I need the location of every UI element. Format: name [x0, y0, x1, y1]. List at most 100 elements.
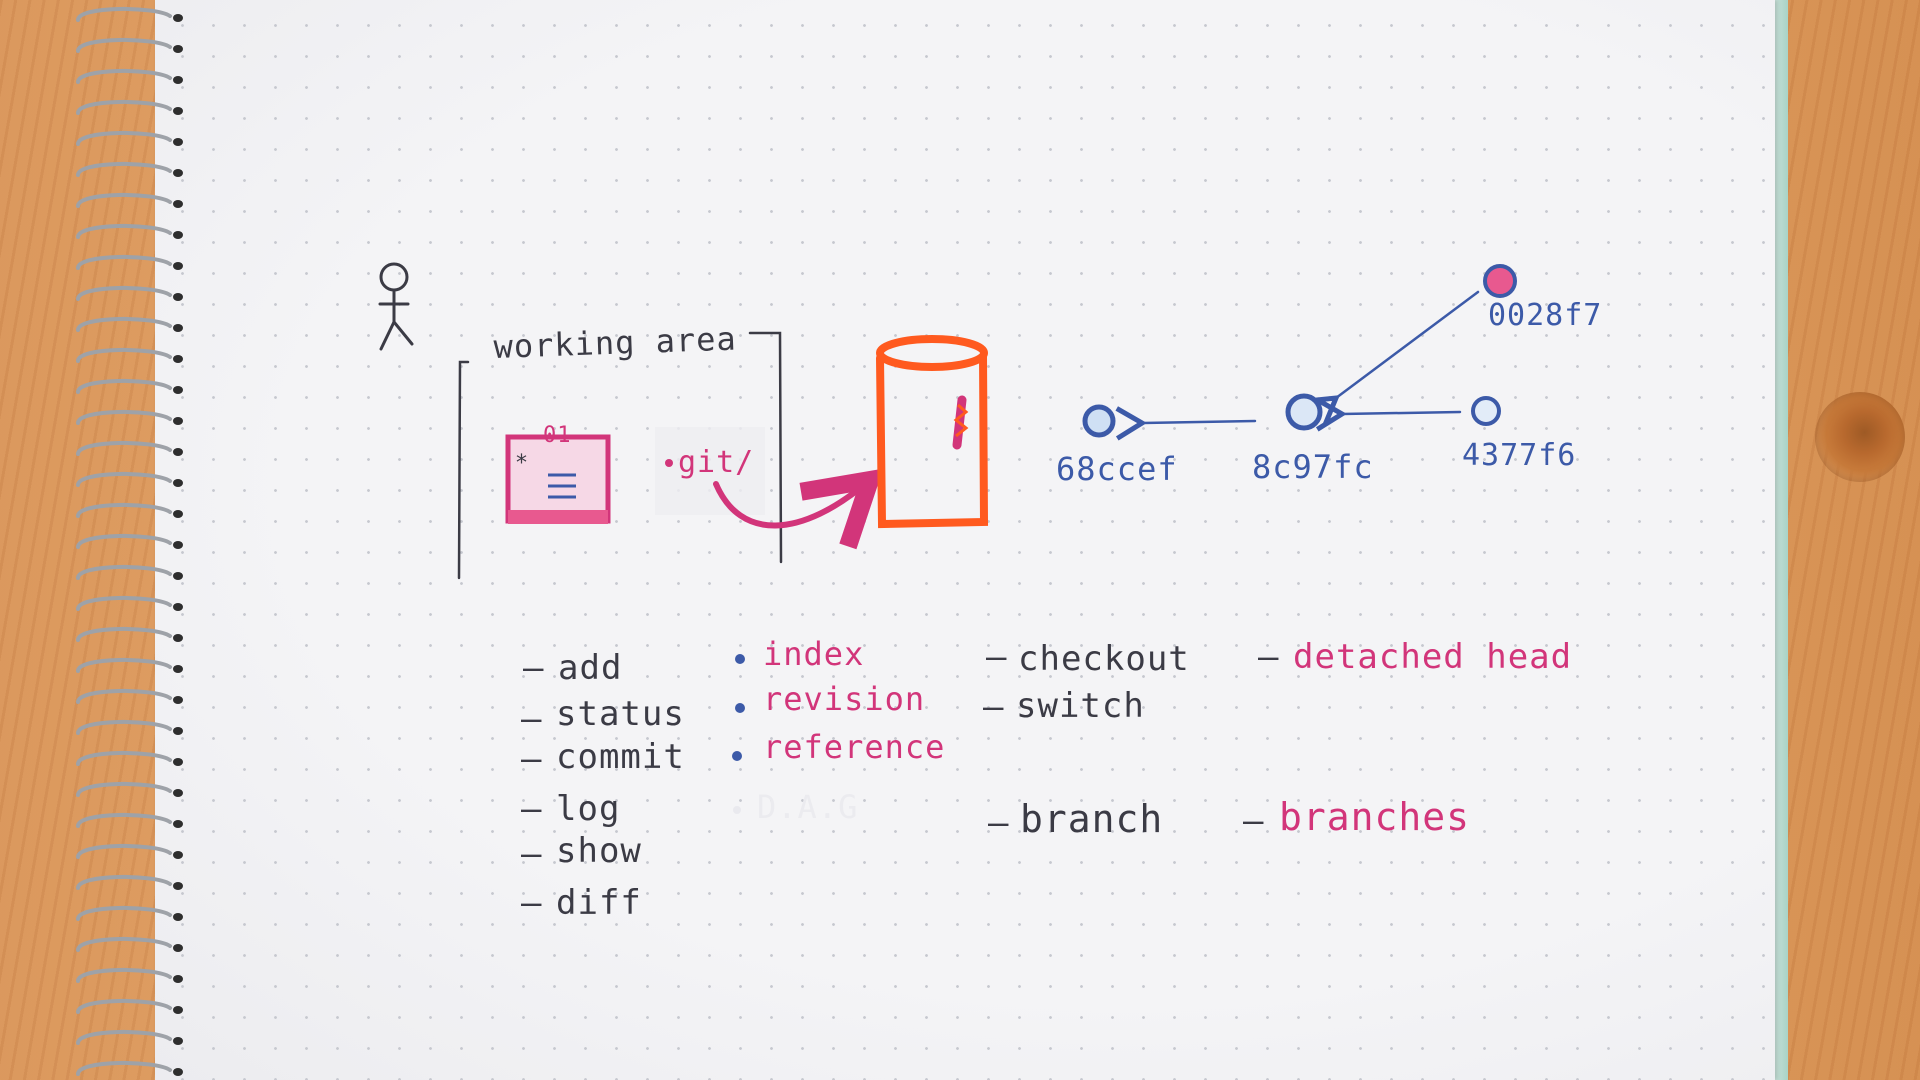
spiral-ring — [76, 1060, 172, 1076]
concepts-list-2: –detached head –branches — [1243, 637, 1572, 841]
binding-hole — [173, 417, 183, 425]
binding-hole — [173, 572, 183, 580]
binding-hole — [173, 882, 183, 890]
list-item: status — [556, 694, 685, 734]
commit-graph — [1082, 264, 1517, 441]
commit-hash-68ccef: 68ccef — [1056, 450, 1178, 488]
list-item: detached head — [1293, 637, 1572, 677]
binding-hole — [173, 231, 183, 239]
list-item: reference — [763, 728, 945, 766]
binding-hole — [173, 76, 183, 84]
commit-hash-4377f6: 4377f6 — [1462, 438, 1576, 473]
commit-node-4377f6 — [1471, 396, 1501, 426]
binding-hole — [173, 820, 183, 828]
spiral-ring — [76, 564, 172, 580]
binding-hole — [173, 944, 183, 952]
list-item: branch — [1020, 797, 1163, 841]
spiral-ring — [76, 998, 172, 1014]
binding-hole — [173, 324, 183, 332]
commands-list-1: –add –status –commit –log –show –diff — [521, 648, 685, 923]
binding-hole — [173, 665, 183, 673]
spiral-ring — [76, 440, 172, 456]
spiral-ring — [76, 781, 172, 797]
spiral-ring — [76, 6, 172, 22]
spiral-ring — [76, 874, 172, 890]
spiral-ring — [76, 316, 172, 332]
person-icon — [378, 262, 414, 351]
spiral-binding — [76, 6, 183, 1076]
git-folder-box — [655, 427, 765, 515]
spiral-ring — [76, 1029, 172, 1045]
list-item: log — [556, 789, 620, 829]
binding-hole — [173, 851, 183, 859]
repository-icon — [876, 335, 989, 529]
spiral-ring — [76, 626, 172, 642]
binding-hole — [173, 262, 183, 270]
spiral-ring — [76, 99, 172, 115]
binding-hole — [173, 913, 183, 921]
binding-hole — [173, 293, 183, 301]
svg-text:–: – — [1258, 637, 1279, 677]
svg-text:–: – — [986, 637, 1007, 677]
list-item: index — [763, 635, 864, 673]
binding-hole — [173, 479, 183, 487]
commit-node-0028f7 — [1483, 264, 1517, 298]
spiral-ring — [76, 533, 172, 549]
spiral-ring — [76, 471, 172, 487]
binding-hole — [173, 14, 183, 22]
add-arrow — [713, 468, 884, 550]
spiral-ring — [76, 378, 172, 394]
binding-hole — [173, 386, 183, 394]
commit-node-8c97fc — [1285, 393, 1323, 431]
binding-hole — [173, 727, 183, 735]
binding-hole — [173, 138, 183, 146]
file-number-label: 01 — [543, 423, 572, 448]
binding-hole — [173, 1068, 183, 1076]
spiral-ring — [76, 967, 172, 983]
spiral-ring — [76, 130, 172, 146]
spiral-ring — [76, 409, 172, 425]
binding-hole — [173, 541, 183, 549]
binding-hole — [173, 169, 183, 177]
working-area-label: working area — [493, 320, 737, 366]
svg-text:–: – — [983, 687, 1004, 727]
list-item: add — [558, 648, 622, 688]
spiral-ring — [76, 502, 172, 518]
binding-hole — [173, 107, 183, 115]
list-item: commit — [556, 737, 685, 777]
spiral-ring — [76, 657, 172, 673]
commands-list-2: –checkout –switch –branch — [983, 637, 1190, 843]
commit-hash-8c97fc: 8c97fc — [1252, 448, 1374, 486]
svg-text:–: – — [523, 648, 544, 688]
binding-hole — [173, 45, 183, 53]
spiral-ring — [76, 688, 172, 704]
git-folder-label: git/ — [678, 445, 754, 480]
spiral-ring — [76, 285, 172, 301]
list-item: diff — [556, 883, 642, 923]
spiral-ring — [76, 37, 172, 53]
list-item: checkout — [1018, 639, 1190, 679]
binding-hole — [173, 975, 183, 983]
binding-hole — [173, 510, 183, 518]
wood-knot — [1815, 392, 1905, 482]
binding-hole — [173, 634, 183, 642]
binding-hole — [173, 789, 183, 797]
spiral-ring — [76, 192, 172, 208]
svg-text:*: * — [516, 451, 527, 476]
commit-node-68ccef — [1082, 404, 1116, 438]
list-item: branches — [1279, 795, 1470, 839]
spiral-ring — [76, 161, 172, 177]
binding-hole — [173, 758, 183, 766]
spiral-ring — [76, 68, 172, 84]
svg-text:–: – — [521, 739, 542, 779]
binding-hole — [173, 1037, 183, 1045]
spiral-ring — [76, 719, 172, 735]
list-item: show — [556, 831, 642, 871]
binding-hole — [173, 603, 183, 611]
concepts-list: index revision reference D.A.G — [732, 635, 945, 826]
git-bullet-icon — [665, 459, 673, 467]
list-item: D.A.G — [757, 788, 858, 826]
notebook-page — [155, 0, 1775, 1080]
binding-hole — [173, 355, 183, 363]
